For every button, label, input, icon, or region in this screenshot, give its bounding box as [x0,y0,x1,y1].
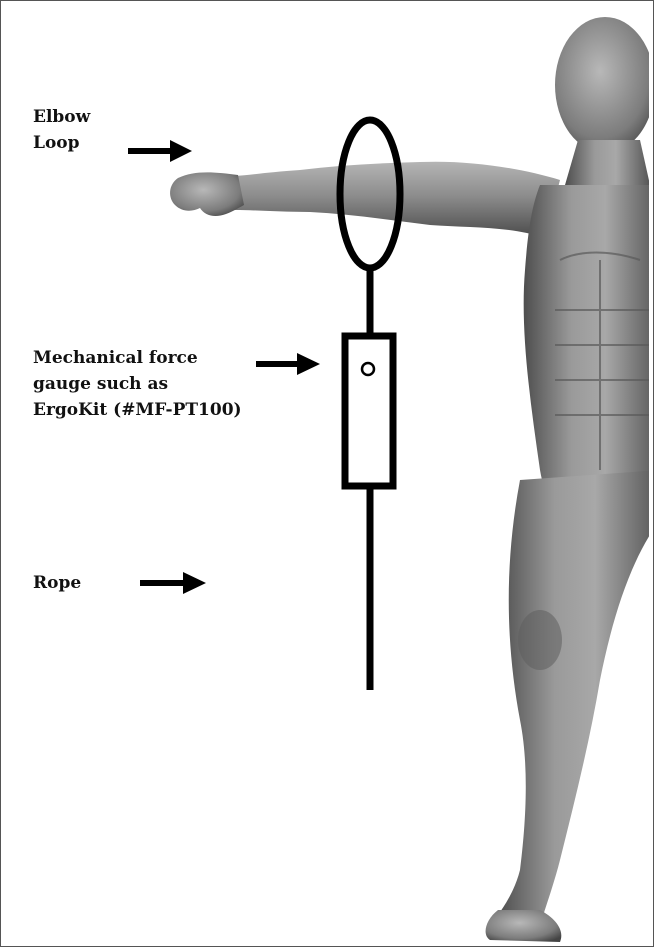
figure-neck [565,140,650,185]
figure-head [555,17,654,153]
figure-foot [486,910,562,942]
force-gauge-label-line: gauge such as [33,371,242,397]
force-gauge-label-line: Mechanical force [33,345,242,371]
elbow-loop-arrow-icon [128,140,192,162]
elbow-loop-label-line: Loop [33,130,90,156]
figure-knee [518,610,562,670]
force-gauge [345,336,393,486]
force-gauge-arrow-icon [256,353,320,375]
elbow-loop-label: Elbow Loop [33,104,90,156]
elbow-loop-label-line: Elbow [33,104,90,130]
rope-arrow-icon [140,572,206,594]
force-gauge-label-line: ErgoKit (#MF-PT100) [33,397,242,423]
figure-leg [498,470,654,925]
rope-label-line: Rope [33,570,81,596]
gauge-dial [362,363,374,375]
force-gauge-label: Mechanical force gauge such as ErgoKit (… [33,345,242,423]
anatomical-figure [170,17,654,942]
figure-hand [170,172,244,216]
rope-label: Rope [33,570,81,596]
